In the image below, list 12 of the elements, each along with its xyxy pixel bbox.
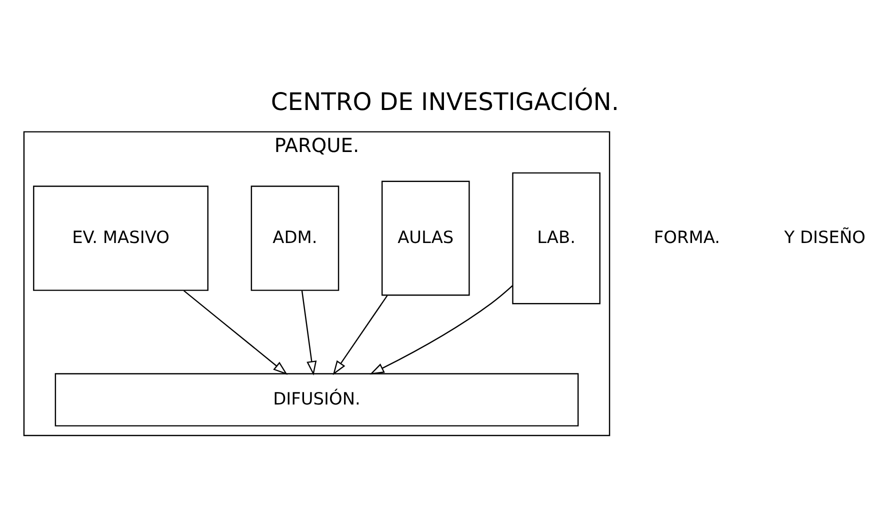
- node-box: DIFUSIÓN.: [54, 372, 578, 426]
- node-box: AULAS: [380, 180, 470, 296]
- node-box: EV. MASIVO: [32, 185, 208, 290]
- arrow: [332, 294, 388, 375]
- arrow: [182, 290, 288, 374]
- arrow: [300, 290, 316, 376]
- node-box: ADM.: [250, 185, 339, 290]
- diagram-title: CENTRO DE INVESTIGACIÓN.: [270, 88, 619, 116]
- label: FORMA.: [653, 226, 720, 246]
- label: Y DISEÑO: [784, 226, 865, 246]
- arrow: [369, 284, 512, 374]
- node-box: LAB.: [512, 172, 600, 304]
